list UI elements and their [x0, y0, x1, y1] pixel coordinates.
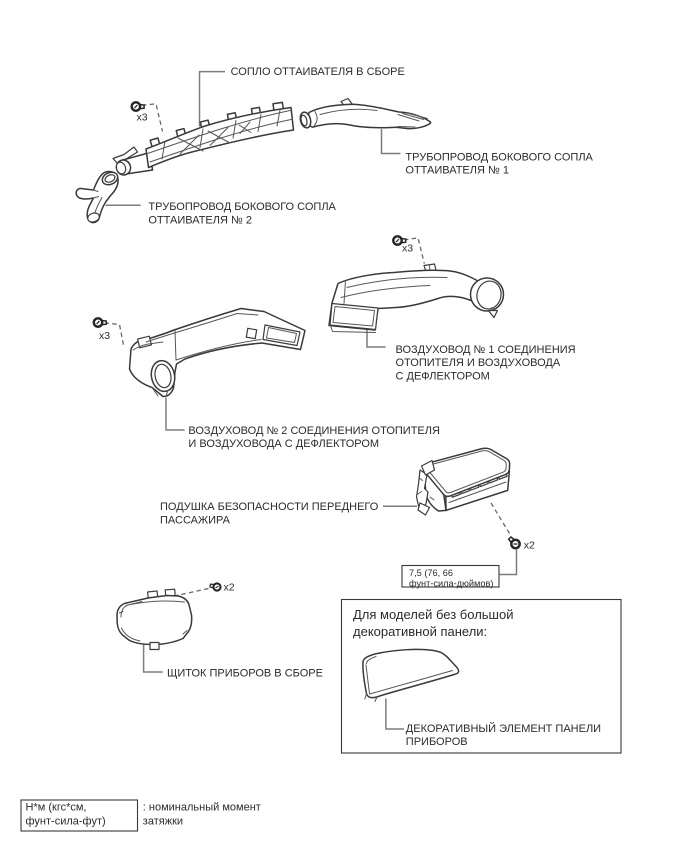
svg-text:фунт-сила-дюймов): фунт-сила-дюймов)	[409, 579, 493, 589]
svg-text:декоративной панели:: декоративной панели:	[353, 624, 487, 639]
svg-text:Н*м (кгс*см,: Н*м (кгс*см,	[26, 801, 87, 813]
svg-text:x3: x3	[99, 330, 110, 342]
svg-text:ОТТАИВАТЕЛЯ № 1: ОТТАИВАТЕЛЯ № 1	[405, 165, 509, 177]
svg-text:x2: x2	[524, 540, 535, 552]
svg-text:ОТТАИВАТЕЛЯ № 2: ОТТАИВАТЕЛЯ № 2	[148, 215, 252, 227]
svg-text:x3: x3	[137, 112, 148, 124]
svg-text:x2: x2	[224, 582, 235, 594]
svg-text:С ДЕФЛЕКТОРОМ: С ДЕФЛЕКТОРОМ	[396, 371, 490, 383]
svg-text:ПАССАЖИРА: ПАССАЖИРА	[160, 514, 231, 526]
svg-text:: номинальный момент: : номинальный момент	[143, 801, 261, 813]
svg-text:ДЕКОРАТИВНЫЙ ЭЛЕМЕНТ ПАНЕЛИ: ДЕКОРАТИВНЫЙ ЭЛЕМЕНТ ПАНЕЛИ	[406, 722, 601, 735]
svg-text:И ВОЗДУХОВОДА С ДЕФЛЕКТОРОМ: И ВОЗДУХОВОДА С ДЕФЛЕКТОРОМ	[188, 438, 379, 450]
svg-text:ТРУБОПРОВОД БОКОВОГО СОПЛА: ТРУБОПРОВОД БОКОВОГО СОПЛА	[148, 201, 336, 213]
svg-text:Для моделей без большой: Для моделей без большой	[353, 607, 513, 622]
svg-text:x3: x3	[402, 243, 413, 255]
svg-text:7,5 (76, 66: 7,5 (76, 66	[409, 568, 453, 578]
svg-text:ТРУБОПРОВОД БОКОВОГО СОПЛА: ТРУБОПРОВОД БОКОВОГО СОПЛА	[405, 151, 593, 163]
svg-text:ВОЗДУХОВОД № 1 СОЕДИНЕНИЯ: ВОЗДУХОВОД № 1 СОЕДИНЕНИЯ	[396, 344, 576, 356]
svg-text:СОПЛО ОТТАИВАТЕЛЯ В СБОРЕ: СОПЛО ОТТАИВАТЕЛЯ В СБОРЕ	[231, 66, 405, 78]
svg-text:ОТОПИТЕЛЯ И ВОЗДУХОВОДА: ОТОПИТЕЛЯ И ВОЗДУХОВОДА	[396, 357, 561, 369]
svg-text:ВОЗДУХОВОД № 2 СОЕДИНЕНИЯ ОТОП: ВОЗДУХОВОД № 2 СОЕДИНЕНИЯ ОТОПИТЕЛЯ	[188, 425, 440, 437]
svg-text:ПОДУШКА БЕЗОПАСНОСТИ ПЕРЕДНЕГО: ПОДУШКА БЕЗОПАСНОСТИ ПЕРЕДНЕГО	[160, 501, 379, 513]
svg-text:ЩИТОК ПРИБОРОВ В СБОРЕ: ЩИТОК ПРИБОРОВ В СБОРЕ	[167, 667, 323, 679]
svg-text:затяжки: затяжки	[143, 815, 183, 827]
svg-text:ПРИБОРОВ: ПРИБОРОВ	[406, 736, 468, 748]
svg-text:фунт-сила-фут): фунт-сила-фут)	[26, 815, 106, 827]
